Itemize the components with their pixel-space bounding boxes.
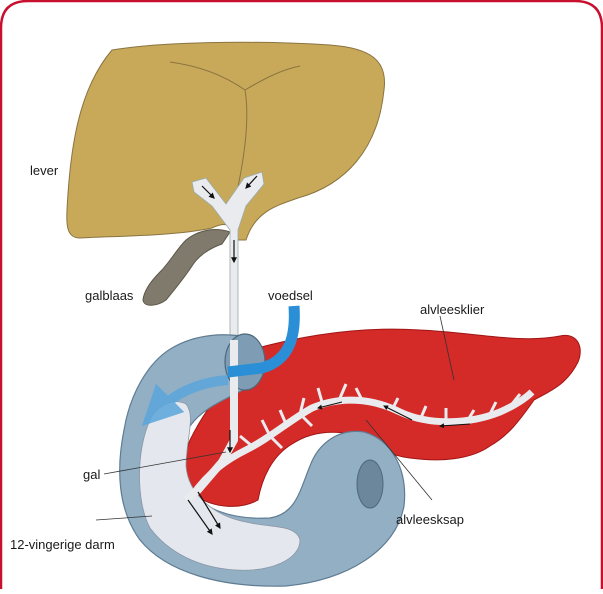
label-bile: gal: [83, 467, 100, 482]
jejunum-opening: [357, 460, 383, 508]
label-liver: lever: [30, 163, 59, 178]
label-pancreatic-juice: alvleesksap: [396, 512, 464, 527]
gallbladder-shape: [143, 230, 230, 306]
label-duodenum: 12-vingerige darm: [10, 537, 115, 552]
label-pancreas: alvleesklier: [420, 302, 485, 317]
label-food: voedsel: [268, 288, 313, 303]
label-gallbladder: galblaas: [85, 288, 134, 303]
